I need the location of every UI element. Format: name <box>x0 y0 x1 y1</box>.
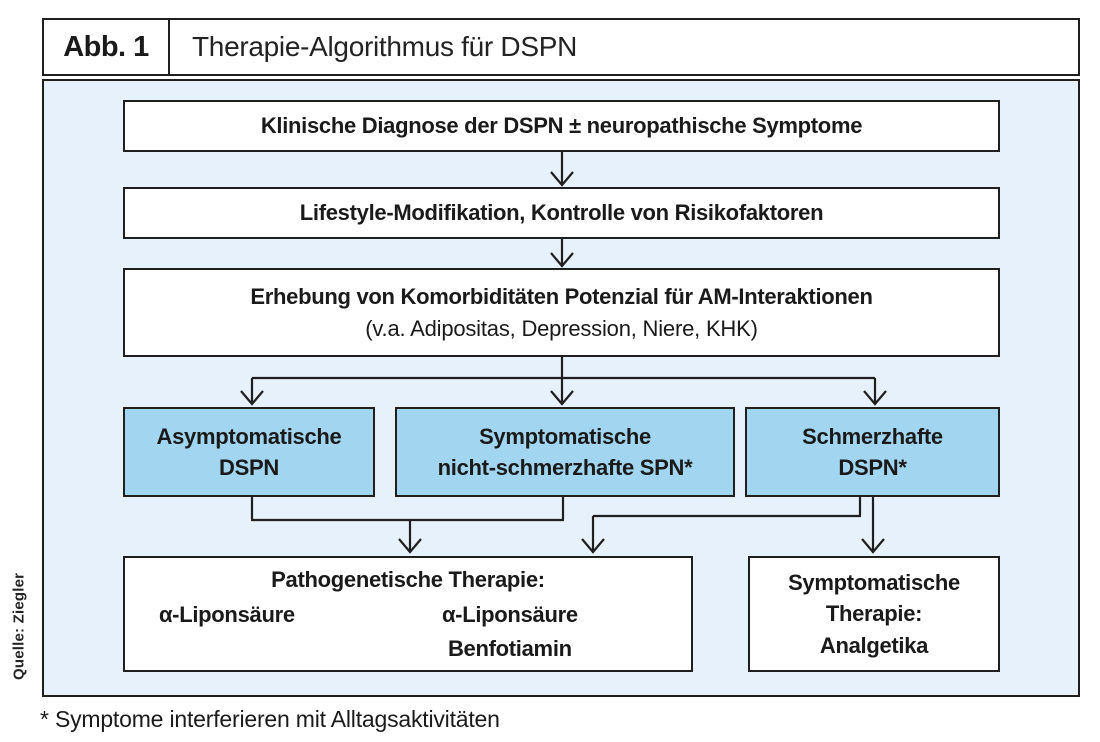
footnote: * Symptome interferieren mit Alltagsakti… <box>40 706 500 732</box>
symptomatic-therapy-line3: Analgetika <box>819 632 929 658</box>
branch-painful-line2: DSPN* <box>838 455 907 480</box>
branch-painful-dspn: Schmerzhafte DSPN* <box>745 407 1000 497</box>
box-comorbidities: Erhebung von Komorbiditäten Potenzial fü… <box>123 268 1000 357</box>
pathogenetic-option-right-line2: Benfotiamin <box>447 636 572 662</box>
box-clinical-diagnosis: Klinische Diagnose der DSPN ± neuropathi… <box>123 100 1000 152</box>
branch-asymptomatic-line1: Asymptomatische <box>156 423 342 449</box>
box-symptomatic-therapy: Symptomatische Therapie: Analgetika <box>748 556 1000 672</box>
figure-title: Therapie-Algorithmus für DSPN <box>192 31 577 62</box>
symptomatic-therapy-line2: Therapie: <box>825 601 923 627</box>
symptomatic-therapy-line1: Symptomatische <box>788 570 960 596</box>
box-lifestyle-modification: Lifestyle-Modifikation, Kontrolle von Ri… <box>123 187 1000 239</box>
branch-asymptomatic-line2: DSPN <box>219 455 279 480</box>
box-clinical-diagnosis-text: Klinische Diagnose der DSPN ± neuropathi… <box>260 113 863 139</box>
pathogenetic-therapy-title: Pathogenetische Therapie: <box>271 567 545 593</box>
pathogenetic-option-right-line1: α-Liponsäure <box>441 602 578 628</box>
box-lifestyle-modification-text: Lifestyle-Modifikation, Kontrolle von Ri… <box>299 200 824 226</box>
branch-symptomatic-nonpainful-line2: nicht-schmerzhafte SPN* <box>437 455 693 480</box>
branch-symptomatic-nonpainful-spn: Symptomatische nicht-schmerzhafte SPN* <box>395 407 735 497</box>
branch-symptomatic-nonpainful-line1: Symptomatische <box>479 423 651 449</box>
pathogenetic-option-left: α-Liponsäure <box>158 602 295 628</box>
source-credit: Quelle: Ziegler <box>10 572 28 680</box>
figure-label: Abb. 1 <box>44 20 170 74</box>
box-comorbidities-line2: (v.a. Adipositas, Depression, Niere, KHK… <box>365 315 758 341</box>
branch-painful-line1: Schmerzhafte <box>802 423 943 449</box>
box-pathogenetic-therapy: Pathogenetische Therapie: α-Liponsäure α… <box>123 556 693 672</box>
figure-header: Abb. 1 Therapie-Algorithmus für DSPN <box>42 18 1080 76</box>
branch-asymptomatic-dspn: Asymptomatische DSPN <box>123 407 375 497</box>
box-comorbidities-line1: Erhebung von Komorbiditäten Potenzial fü… <box>250 284 873 310</box>
